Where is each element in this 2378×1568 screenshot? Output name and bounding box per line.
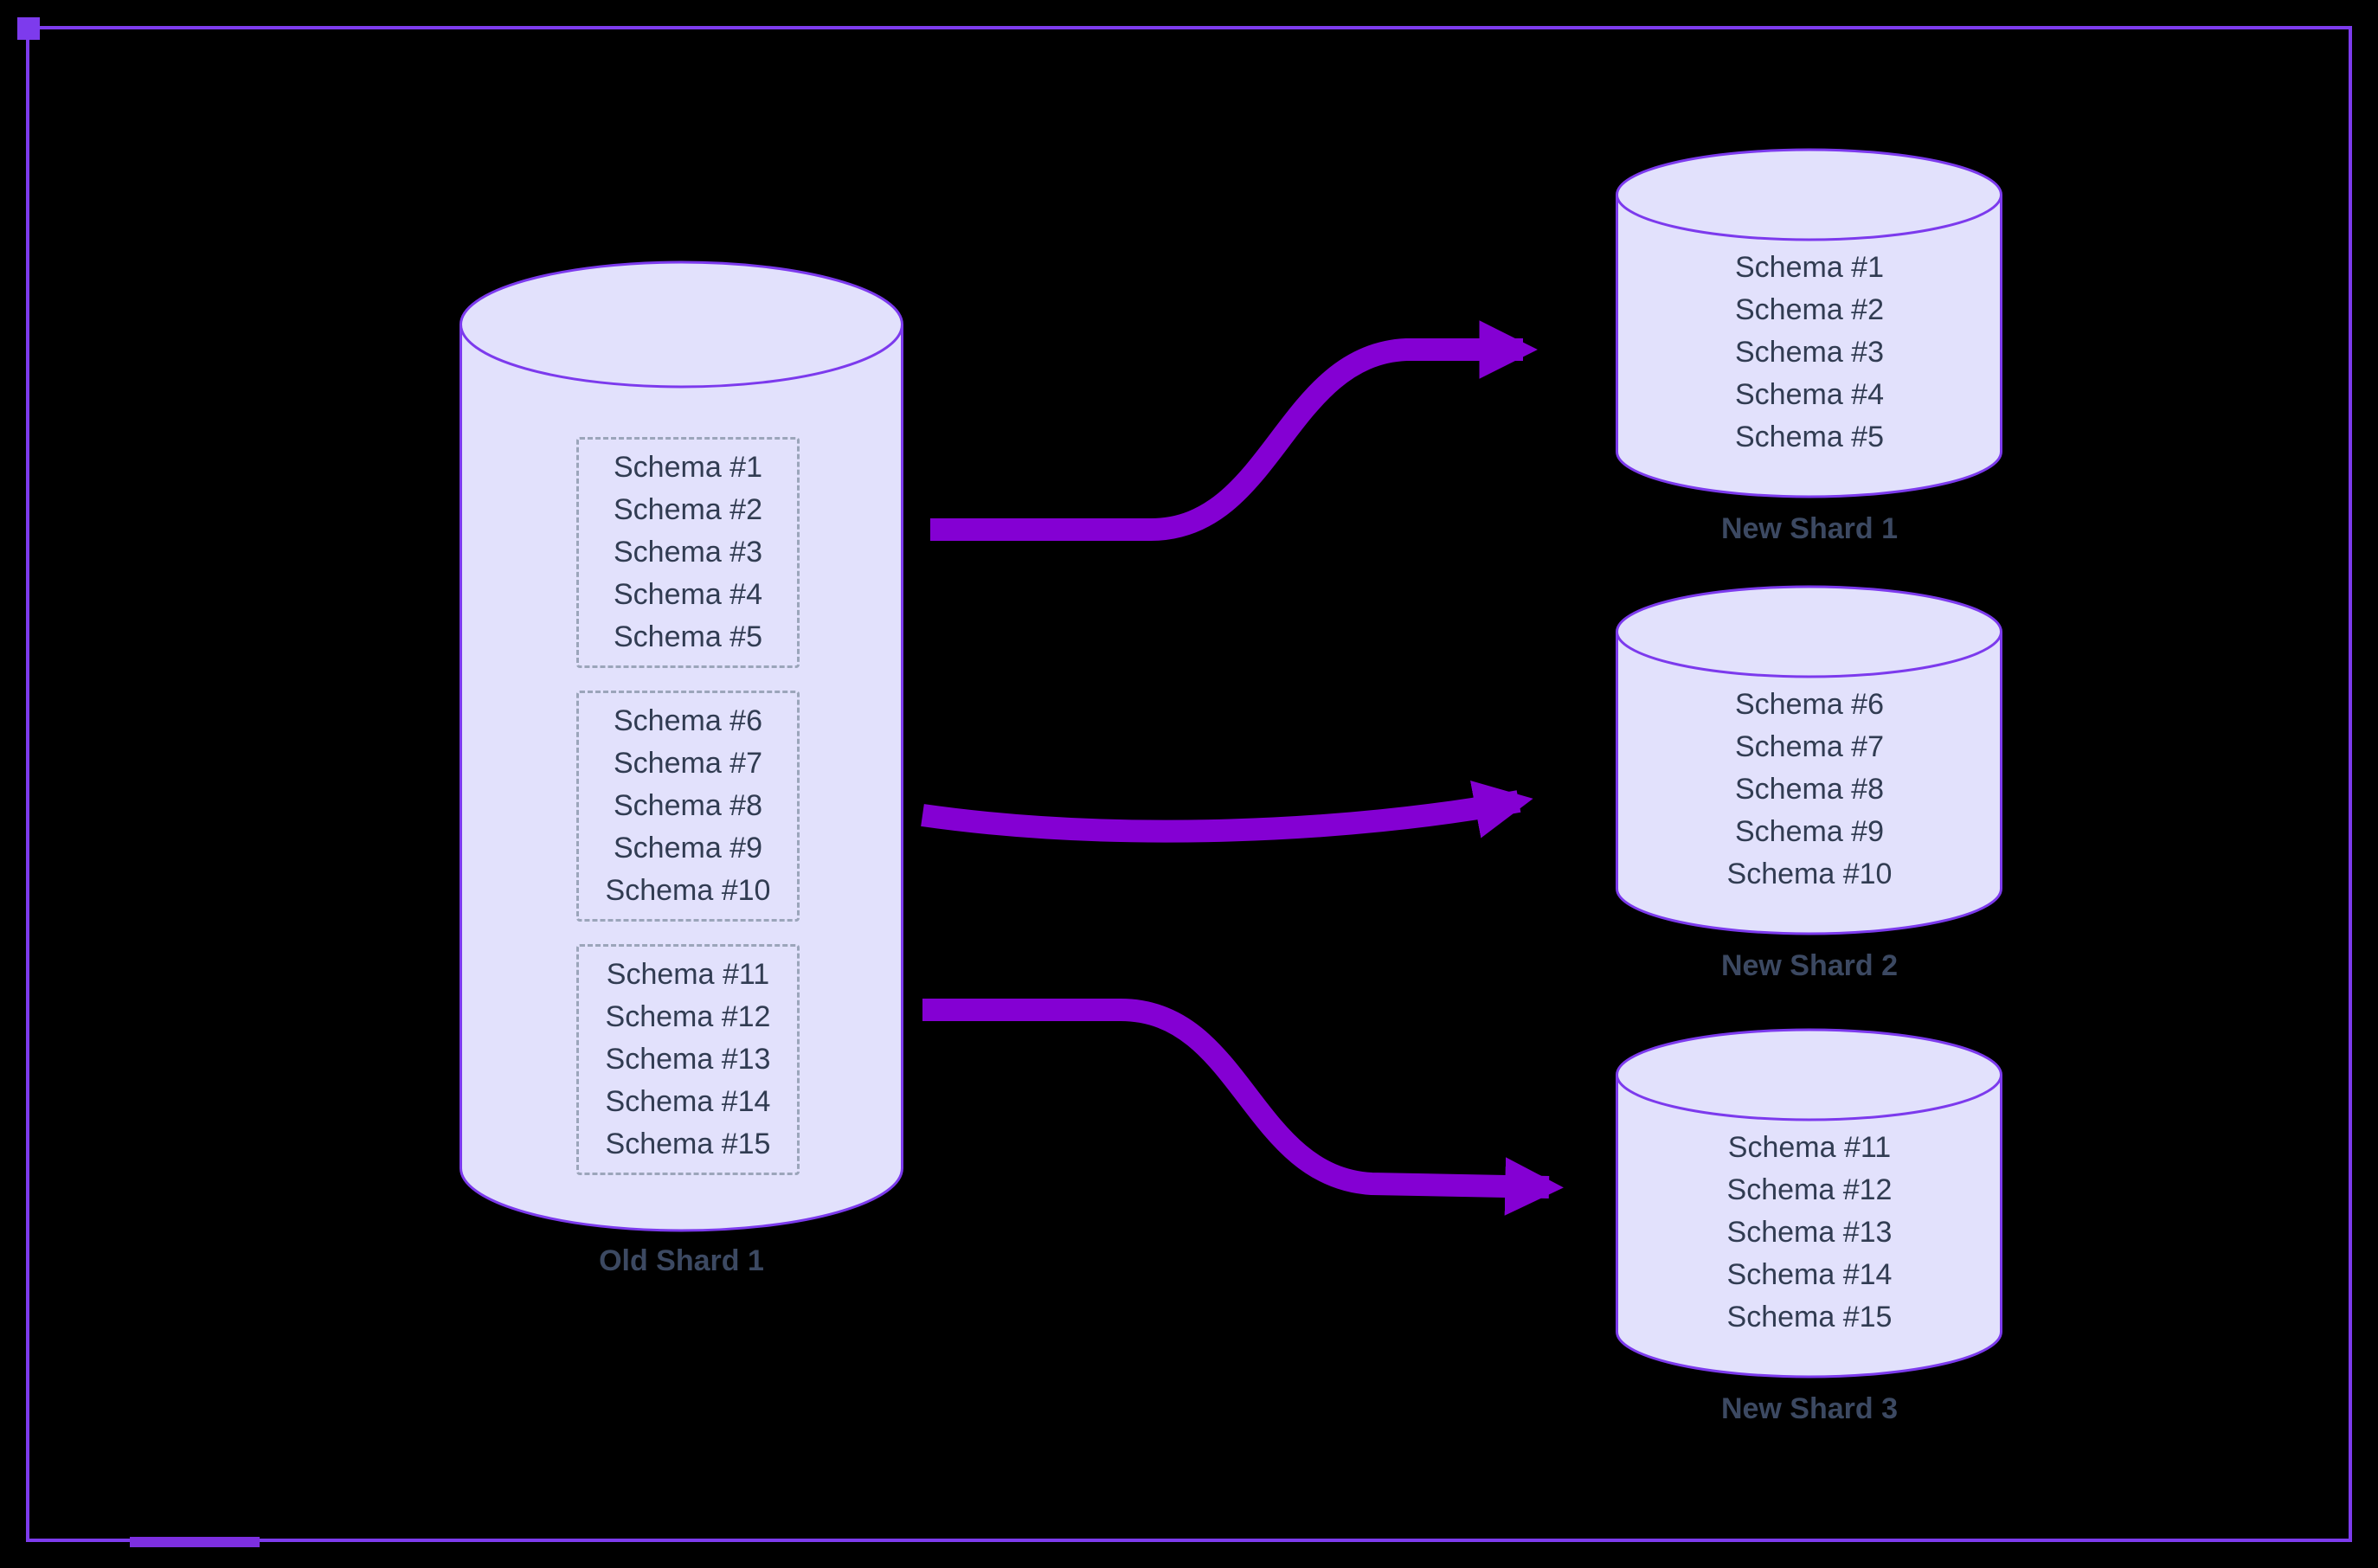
schema-item: Schema #4 bbox=[614, 578, 762, 611]
schema-item: Schema #13 bbox=[1726, 1216, 1893, 1249]
schema-item: Schema #13 bbox=[605, 1043, 771, 1076]
schema-item: Schema #1 bbox=[1735, 251, 1884, 284]
schema-item: Schema #3 bbox=[614, 536, 762, 569]
schema-item: Schema #10 bbox=[1726, 858, 1893, 890]
schema-item: Schema #8 bbox=[614, 789, 762, 822]
corner-handle bbox=[17, 17, 40, 40]
target-db-label-2: New Shard 2 bbox=[1720, 949, 1899, 982]
schema-item: Schema #5 bbox=[614, 620, 762, 653]
target-1-schemas: Schema #1 Schema #2 Schema #3 Schema #4 … bbox=[1615, 247, 2004, 459]
target-2-schemas: Schema #6 Schema #7 Schema #8 Schema #9 … bbox=[1615, 684, 2004, 896]
source-schema-group-3: Schema #11 Schema #12 Schema #13 Schema … bbox=[576, 944, 800, 1175]
source-db-label: Old Shard 1 bbox=[599, 1244, 764, 1277]
bottom-edge-mark bbox=[130, 1537, 260, 1547]
schema-item: Schema #11 bbox=[606, 958, 770, 991]
schema-item: Schema #9 bbox=[614, 832, 762, 864]
schema-item: Schema #5 bbox=[1735, 421, 1884, 453]
schema-item: Schema #6 bbox=[1735, 688, 1884, 721]
target-db-cylinder-1 bbox=[1616, 148, 2002, 498]
schema-item: Schema #11 bbox=[1727, 1131, 1892, 1164]
schema-item: Schema #3 bbox=[1735, 336, 1884, 369]
target-db-cylinder-2 bbox=[1616, 585, 2002, 935]
target-db-cylinder-3 bbox=[1616, 1028, 2002, 1378]
schema-item: Schema #9 bbox=[1735, 815, 1884, 848]
schema-item: Schema #7 bbox=[614, 747, 762, 780]
arrow-to-shard-1 bbox=[930, 320, 1538, 541]
schema-item: Schema #10 bbox=[605, 874, 771, 907]
source-db-cylinder bbox=[460, 260, 903, 1232]
schema-item: Schema #4 bbox=[1735, 378, 1884, 411]
source-schema-group-2: Schema #6 Schema #7 Schema #8 Schema #9 … bbox=[576, 691, 800, 922]
schema-item: Schema #12 bbox=[605, 1000, 771, 1033]
schema-item: Schema #6 bbox=[614, 704, 762, 737]
schema-item: Schema #1 bbox=[614, 451, 762, 484]
schema-item: Schema #14 bbox=[605, 1085, 771, 1118]
target-db-label-3: New Shard 3 bbox=[1720, 1392, 1899, 1425]
schema-item: Schema #2 bbox=[1735, 293, 1884, 326]
schema-item: Schema #14 bbox=[1726, 1258, 1893, 1291]
source-schema-group-1: Schema #1 Schema #2 Schema #3 Schema #4 … bbox=[576, 437, 800, 668]
arrow-to-shard-3 bbox=[922, 999, 1564, 1216]
schema-item: Schema #15 bbox=[605, 1128, 771, 1160]
schema-item: Schema #15 bbox=[1726, 1301, 1893, 1333]
target-3-schemas: Schema #11 Schema #12 Schema #13 Schema … bbox=[1615, 1127, 2004, 1339]
schema-item: Schema #2 bbox=[614, 493, 762, 526]
schema-item: Schema #7 bbox=[1735, 730, 1884, 763]
arrow-to-shard-2 bbox=[921, 780, 1533, 843]
target-db-label-1: New Shard 1 bbox=[1720, 512, 1899, 545]
schema-item: Schema #8 bbox=[1735, 773, 1884, 806]
schema-item: Schema #12 bbox=[1726, 1173, 1893, 1206]
